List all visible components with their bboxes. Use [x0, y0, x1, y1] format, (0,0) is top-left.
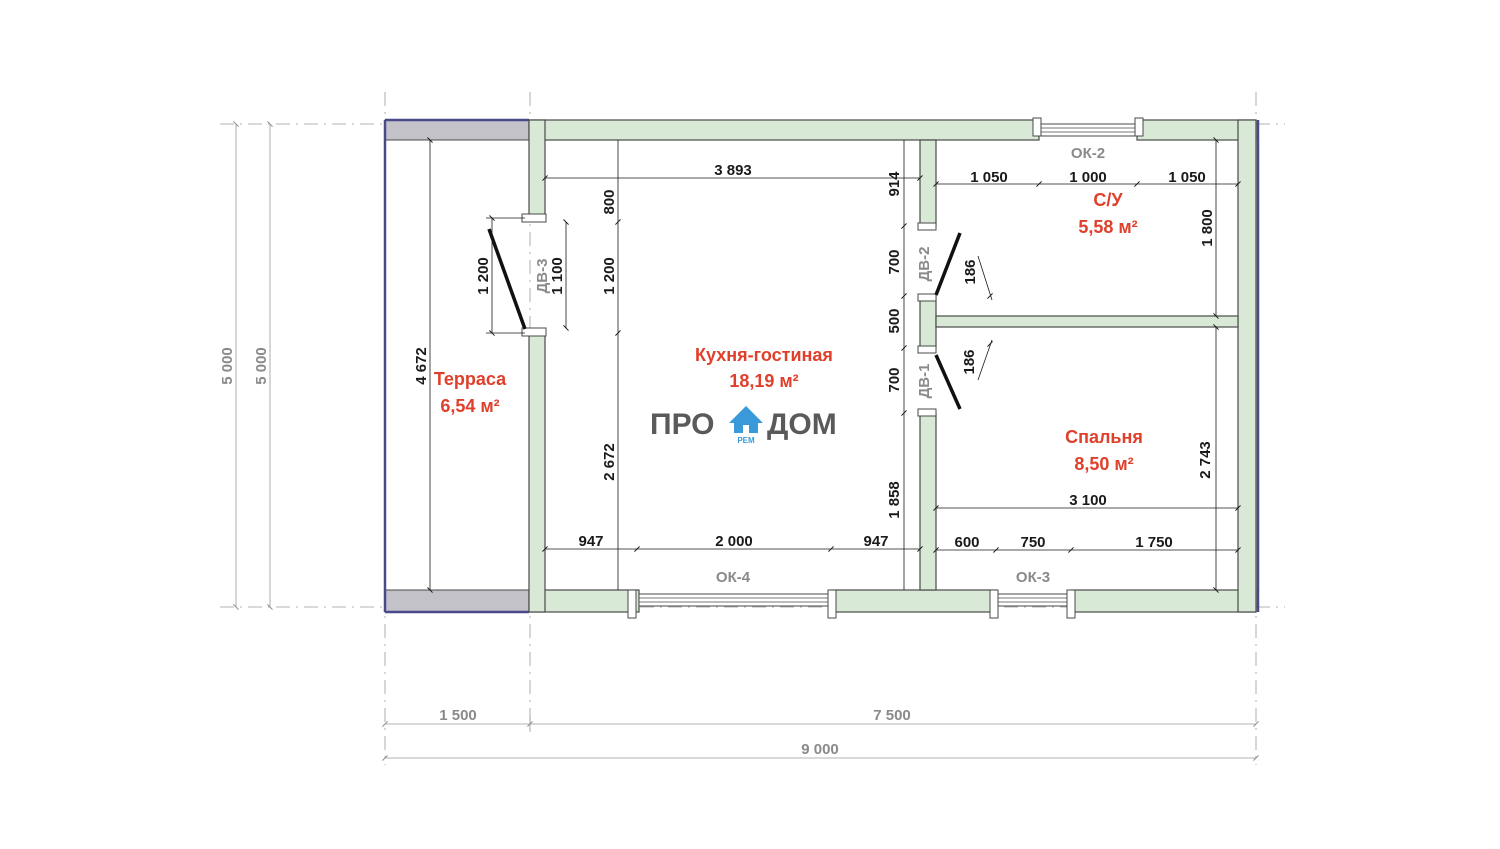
dim-terrace-door-width: 1 200 — [475, 257, 492, 295]
dim-dv2-width: 700 — [886, 249, 903, 274]
dim-overall-width: 9 000 — [801, 741, 839, 758]
dim-kitchen-win-left: 947 — [578, 533, 603, 550]
window-ok3-label: ОК-3 — [1016, 569, 1050, 586]
dim-bed-win-left: 600 — [954, 534, 979, 551]
dim-kitchen-win-width: 2 000 — [715, 533, 753, 550]
door-dv3-label: ДВ-3 — [534, 259, 551, 294]
dim-kitchen-win-right: 947 — [863, 533, 888, 550]
walls — [528, 119, 1257, 613]
doors — [487, 228, 962, 410]
room-terrace-area: 6,54 м² — [440, 396, 499, 416]
room-bathroom-area: 5,58 м² — [1078, 217, 1137, 237]
dim-kitchen-door-segment: 1 200 — [601, 257, 618, 295]
door-dv3-leaf — [487, 228, 527, 330]
house-icon — [729, 406, 763, 433]
dim-kitchen-bottom-segment: 2 672 — [601, 443, 618, 481]
dim-dv1-width: 700 — [886, 367, 903, 392]
logo-right-text: ДОМ — [767, 408, 837, 441]
dim-partition-mid: 500 — [886, 308, 903, 333]
window-ok2-label: ОК-2 — [1071, 145, 1105, 162]
window-ok4-label: ОК-4 — [716, 569, 751, 586]
logo: ПРО РЕМ ДОМ — [650, 406, 837, 445]
dim-partition-bottom: 1 858 — [886, 481, 903, 519]
logo-small-text: РЕМ — [737, 436, 755, 445]
dim-bath-height: 1 800 — [1199, 209, 1216, 247]
dim-bed-win-right: 1 750 — [1135, 534, 1173, 551]
dim-bedroom-width: 3 100 — [1069, 492, 1107, 509]
interior-dimension-lines — [427, 137, 1241, 593]
dim-kitchen-top-segment: 800 — [601, 189, 618, 214]
dim-bedroom-height: 2 743 — [1197, 441, 1214, 479]
dim-overall-height-1: 5 000 — [219, 347, 236, 385]
dim-door-swing-2: 186 — [961, 349, 978, 374]
dim-bath-win-width: 1 000 — [1069, 169, 1107, 186]
dim-partition-top: 914 — [886, 171, 903, 197]
overall-dimension-lines — [233, 121, 1259, 761]
dim-dv3-width: 1 100 — [549, 257, 566, 295]
dim-bath-win-right: 1 050 — [1168, 169, 1206, 186]
room-bathroom-name: С/У — [1093, 190, 1123, 210]
terrace-slab — [383, 118, 1260, 614]
door-dv1-leaf — [934, 354, 962, 410]
window-ok4 — [627, 589, 837, 619]
dim-bed-win-width: 750 — [1020, 534, 1045, 551]
room-terrace-name: Терраса — [434, 369, 507, 389]
door-dv1-label: ДВ-1 — [916, 364, 933, 399]
dim-overall-height-2: 5 000 — [253, 347, 270, 385]
dim-terrace-width: 1 500 — [439, 707, 477, 724]
dim-kitchen-width: 3 893 — [714, 162, 752, 179]
dim-terrace-height: 4 672 — [413, 347, 430, 385]
door-jambs — [521, 213, 937, 417]
dim-house-width: 7 500 — [873, 707, 911, 724]
door-dv2-label: ДВ-2 — [916, 247, 933, 282]
dim-door-swing-1: 186 — [962, 259, 979, 284]
room-bedroom-name: Спальня — [1065, 427, 1143, 447]
window-ok2 — [1032, 117, 1144, 137]
door-dv2-leaf — [934, 232, 962, 296]
logo-left-text: ПРО — [650, 408, 715, 441]
room-kitchen-name: Кухня-гостиная — [695, 345, 833, 365]
window-ok3 — [989, 589, 1076, 619]
dim-bath-win-left: 1 050 — [970, 169, 1008, 186]
room-kitchen-area: 18,19 м² — [729, 371, 798, 391]
room-bedroom-area: 8,50 м² — [1074, 454, 1133, 474]
